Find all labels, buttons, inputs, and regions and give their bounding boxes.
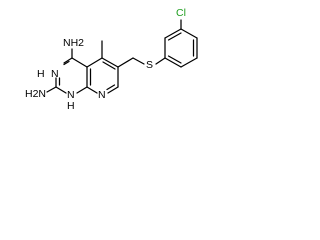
- bond-ph-6: [164, 57, 182, 68]
- bond-ph-5: [180, 57, 198, 68]
- bond-ch2-s: [132, 57, 145, 65]
- bond-ph-2: [164, 28, 182, 39]
- bond-ph-3: [180, 28, 198, 39]
- bond-c5-c6-double: [102, 61, 116, 70]
- atom-nh2-left: H2N: [25, 88, 46, 100]
- atom-s: S: [146, 59, 153, 71]
- atom-n1: N: [67, 89, 75, 101]
- bond-n8-c8a: [86, 86, 98, 94]
- atom-n8: N: [98, 89, 106, 101]
- bond-c4a-c5: [86, 57, 103, 68]
- bond-ph-6-double: [167, 55, 182, 64]
- atom-nh2-top: NH2: [63, 37, 84, 49]
- bond-c7-n8: [107, 86, 119, 94]
- bond-c7-n8-double: [106, 84, 116, 91]
- bond-ph-2-double: [167, 32, 182, 41]
- atom-h-n3: H: [37, 68, 45, 80]
- bond-s-ph: [155, 57, 166, 65]
- bond-n1-c2: [55, 86, 67, 94]
- bond-c4-c4a: [71, 57, 88, 68]
- atom-cl: Cl: [176, 7, 186, 19]
- molecule-diagram: NH2 N H H2N N H N S Cl: [0, 0, 247, 138]
- atom-h-n1: H: [67, 100, 75, 112]
- bond-n3-c4: [63, 57, 73, 64]
- bond-c5-c6: [101, 57, 119, 68]
- structure-svg: NH2 N H H2N N H N S Cl: [25, 7, 198, 112]
- bond-c4-n3-double: [63, 60, 70, 66]
- bond-c8a-n1: [76, 86, 88, 94]
- bond-c2-nh2: [46, 86, 57, 93]
- bond-c6-ch2: [117, 57, 134, 68]
- atom-n3: N: [51, 68, 59, 80]
